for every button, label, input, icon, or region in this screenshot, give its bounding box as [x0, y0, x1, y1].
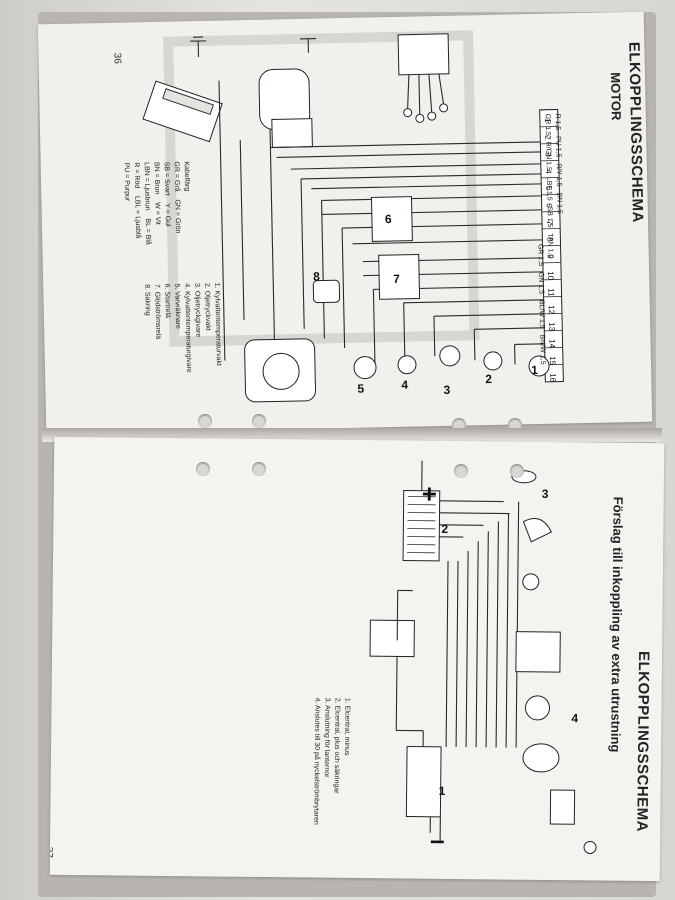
color-code: LBN = Ljusbrun	[142, 162, 151, 211]
terminal-number: 15	[548, 356, 557, 366]
accessory-icons	[511, 470, 597, 854]
color-code: PU = Purpur	[122, 162, 131, 202]
callout-3: 3	[542, 487, 549, 501]
terminal-number: 12	[547, 305, 556, 315]
legend: 1. Kylvattentemperaturvakt 2. Oljetryckv…	[141, 283, 223, 374]
legend-item: 3. Oljetryckgivare	[193, 283, 202, 338]
legend-item: 7. Glödströmsrelä	[153, 283, 162, 340]
callout-1: 1	[439, 784, 446, 798]
color-code-table: Kabelfärg GR = Grå GN = Grön SB = Svart …	[121, 161, 193, 245]
terminal-number: 1	[543, 118, 552, 123]
legend-item: 4. Anslutes till 30 på nyckelströmbrytar…	[312, 697, 321, 825]
wire-label: GR 1,5	[536, 243, 544, 267]
page-subtitle: Förslag till inkoppling av extra utrustn…	[608, 496, 626, 753]
fuse-8	[312, 279, 341, 304]
tachometer-icon	[244, 338, 317, 403]
terminal-number: 10	[546, 271, 555, 281]
wire-label: GN 1,5	[537, 271, 545, 295]
wire-label: R/Y 1,5	[554, 163, 563, 187]
glow-relay-7	[378, 253, 421, 300]
legend-item: 1. Kylvattentemperaturvakt	[213, 282, 222, 367]
component-num-6: 6	[385, 212, 392, 226]
battery-icon	[369, 619, 415, 658]
terminal-number: 9	[546, 254, 555, 259]
color-code: LBL = Ljusblå	[133, 195, 142, 239]
legend-item: 5. Varvräknare	[173, 283, 182, 329]
wire-label: BL/W 1,5	[537, 299, 546, 329]
minus-symbol: –	[430, 825, 445, 855]
component-num-7: 7	[393, 272, 400, 286]
wire-label: PU 1,5	[554, 136, 562, 158]
terminal-number: 8	[545, 237, 554, 242]
terminal-number: 4	[544, 169, 553, 174]
terminal-number: 6	[545, 203, 554, 208]
terminal-number: 13	[547, 322, 556, 332]
wire-label: TAN 1,0	[546, 233, 554, 259]
glow-plug-icon	[397, 33, 450, 123]
ground-symbol-icon	[190, 36, 207, 58]
color-code: R = Röd	[132, 162, 141, 189]
legend-item: 3. Anslutning för lanternor	[322, 697, 331, 778]
sensor-icons	[353, 345, 550, 380]
extra-equipment-diagram: + – 2 1 3 4	[369, 460, 597, 855]
wire-label: BN 1,5	[555, 192, 563, 214]
component-num-4: 4	[401, 378, 408, 392]
wire-label: SB 1,5	[545, 206, 554, 228]
color-code: GR = Grå	[172, 161, 181, 192]
punch-hole	[510, 464, 524, 478]
callout-4: 4	[571, 711, 578, 725]
wire-label: LBL 1,5	[545, 176, 553, 201]
component-num-3: 3	[443, 383, 450, 397]
terminal-number: 3	[544, 152, 553, 157]
legend-item: 1. Elcentral, minus	[342, 697, 351, 756]
callout-2: 2	[441, 522, 448, 536]
wire-label: GR 1,5	[543, 113, 552, 136]
page-number: 37	[49, 846, 55, 858]
terminal-number: 2	[543, 135, 552, 140]
wire-label: R/GN 1,5	[544, 141, 552, 172]
color-code: SB = Svart	[162, 161, 171, 196]
page-number: 36	[111, 52, 123, 64]
component-num-1: 1	[531, 363, 538, 377]
legend-item: 2. Elcentral, plus och säkringar	[332, 697, 341, 794]
color-code: BN = Brun	[152, 161, 161, 195]
wire-label: R 1,5	[553, 113, 562, 131]
minus-bus-bar	[405, 746, 442, 818]
terminal-number: 5	[544, 186, 553, 191]
battery-icon	[142, 80, 223, 143]
color-code: GN = Grön	[173, 199, 182, 234]
wire-label: BN/W 1,5	[538, 334, 547, 365]
punch-hole	[252, 462, 266, 476]
color-code: BL = Blå	[143, 218, 152, 245]
component-num-5: 5	[357, 382, 364, 396]
legend: 1. Elcentral, minus 2. Elcentral, plus o…	[310, 698, 351, 826]
plus-fuse-box	[402, 489, 441, 562]
punch-hole	[454, 464, 468, 478]
terminal-number: 14	[547, 339, 556, 349]
page-subtitle: MOTOR	[607, 72, 624, 121]
color-code-title: Kabelfärg	[182, 161, 191, 192]
legend-item: 4. Kylvattentemperaturgivare	[183, 283, 193, 373]
punch-hole	[198, 414, 212, 428]
terminal-number: 7	[545, 220, 554, 225]
punch-hole	[196, 462, 210, 476]
terminal-number: 11	[546, 288, 555, 297]
start-relay-6	[370, 196, 413, 242]
component-num-2: 2	[485, 372, 492, 386]
plus-symbol: +	[422, 479, 438, 509]
component-num-8: 8	[313, 270, 320, 284]
color-code: Y = Gul	[163, 203, 172, 227]
starter-motor-icon	[258, 68, 313, 149]
page-37: + – 2 1 3 4 ELKOPPLINGSSCHEMA Förslag ti…	[49, 436, 665, 882]
legend-item: 2. Oljetryckvakt	[203, 282, 212, 331]
terminal-number: 16	[548, 373, 557, 383]
color-code: W = Vit	[153, 202, 161, 225]
punch-hole	[252, 414, 266, 428]
page-title: ELKOPPLINGSSCHEMA	[633, 650, 653, 833]
